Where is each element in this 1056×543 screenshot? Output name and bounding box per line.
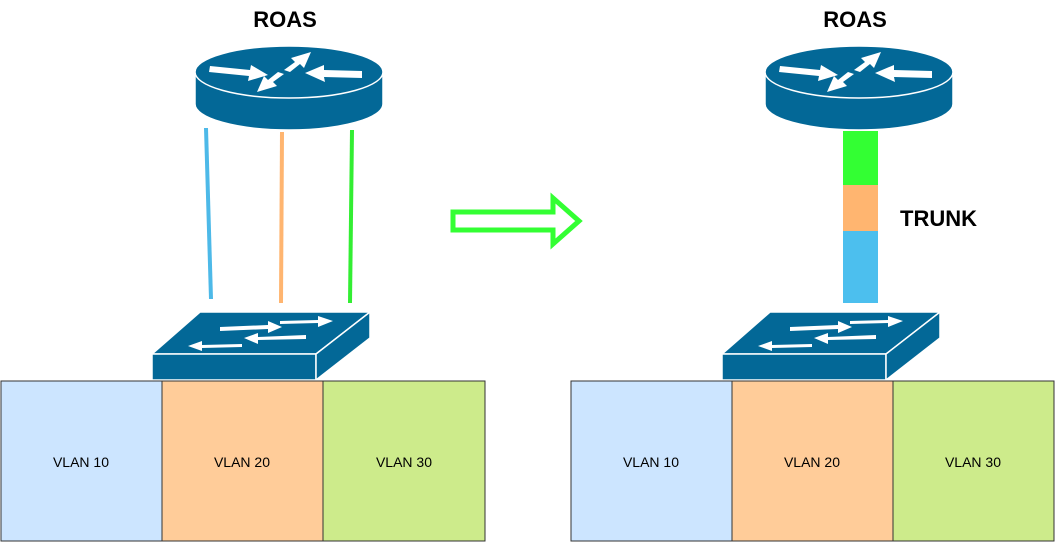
transition-arrow-icon xyxy=(450,192,583,250)
trunk-segment-vlan30 xyxy=(843,131,878,185)
trunk-segment-vlan20 xyxy=(843,185,878,231)
vlan10-box xyxy=(0,380,163,542)
left-switch-icon xyxy=(150,310,373,382)
vlan30-box xyxy=(892,380,1055,542)
vlan30-label: VLAN 30 xyxy=(376,454,432,470)
right-vlan-row: VLAN 10 VLAN 20 VLAN 30 xyxy=(570,380,1055,542)
trunk-segment-vlan10 xyxy=(843,231,878,303)
left-vlan-row: VLAN 10 VLAN 20 VLAN 30 xyxy=(0,380,486,542)
vlan10-link xyxy=(204,127,213,300)
left-topology: ROAS xyxy=(0,7,486,542)
vlan30-link xyxy=(348,129,354,304)
right-switch-icon xyxy=(720,310,943,382)
right-topology: ROAS TRUNK xyxy=(570,7,1055,542)
vlan10-box xyxy=(570,380,733,542)
vlan20-label: VLAN 20 xyxy=(784,454,840,470)
vlan30-box xyxy=(322,380,486,542)
vlan30-label: VLAN 30 xyxy=(945,454,1001,470)
vlan10-label: VLAN 10 xyxy=(53,454,109,470)
vlan20-box xyxy=(731,380,894,542)
vlan10-label: VLAN 10 xyxy=(623,454,679,470)
vlan20-box xyxy=(161,380,324,542)
vlan20-link xyxy=(279,131,284,304)
trunk-label: TRUNK xyxy=(900,206,977,231)
trunk-link xyxy=(843,131,878,303)
right-router-icon xyxy=(764,45,954,131)
vlan20-label: VLAN 20 xyxy=(214,454,270,470)
left-router-icon xyxy=(194,45,384,131)
left-title: ROAS xyxy=(253,7,317,32)
right-title: ROAS xyxy=(823,7,887,32)
